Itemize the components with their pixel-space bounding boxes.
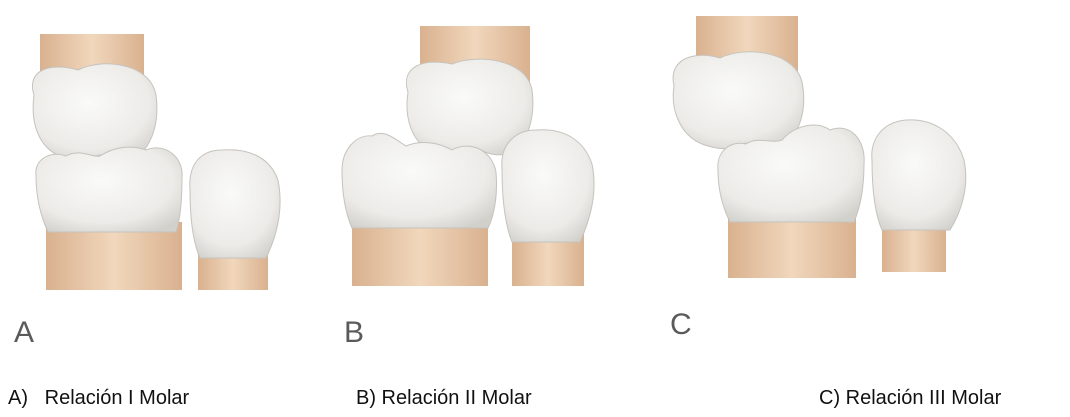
lower-crown [342,133,497,228]
molar-illustration-b [330,0,670,360]
panel-b: B [330,0,670,360]
premolar-b [502,130,594,286]
panel-c: C [660,0,1000,360]
upper-molar-a [32,34,156,160]
panel-letter: A [14,318,34,348]
upper-crown [673,52,804,149]
premolar-crown [872,120,966,230]
panel-letter: C [670,310,692,340]
lower-crown [36,147,182,232]
panel-letter: B [344,318,364,348]
upper-crown [32,64,156,160]
caption-b: B) Relación II Molar [356,388,532,408]
molar-illustration-a [0,0,340,360]
upper-molar-b [406,26,532,155]
caption-a: A) Relación I Molar [8,388,189,408]
premolar-c [872,120,966,272]
premolar-crown [190,150,280,258]
upper-molar-c [673,16,804,149]
panel-a: A [0,0,340,360]
premolar-a [190,150,280,290]
lower-molar-c [718,125,864,278]
lower-molar-a [36,147,182,290]
caption-c: C) Relación III Molar [819,388,1001,408]
premolar-crown [502,130,594,242]
molar-illustration-c [660,0,1000,360]
lower-molar-b [342,133,497,286]
